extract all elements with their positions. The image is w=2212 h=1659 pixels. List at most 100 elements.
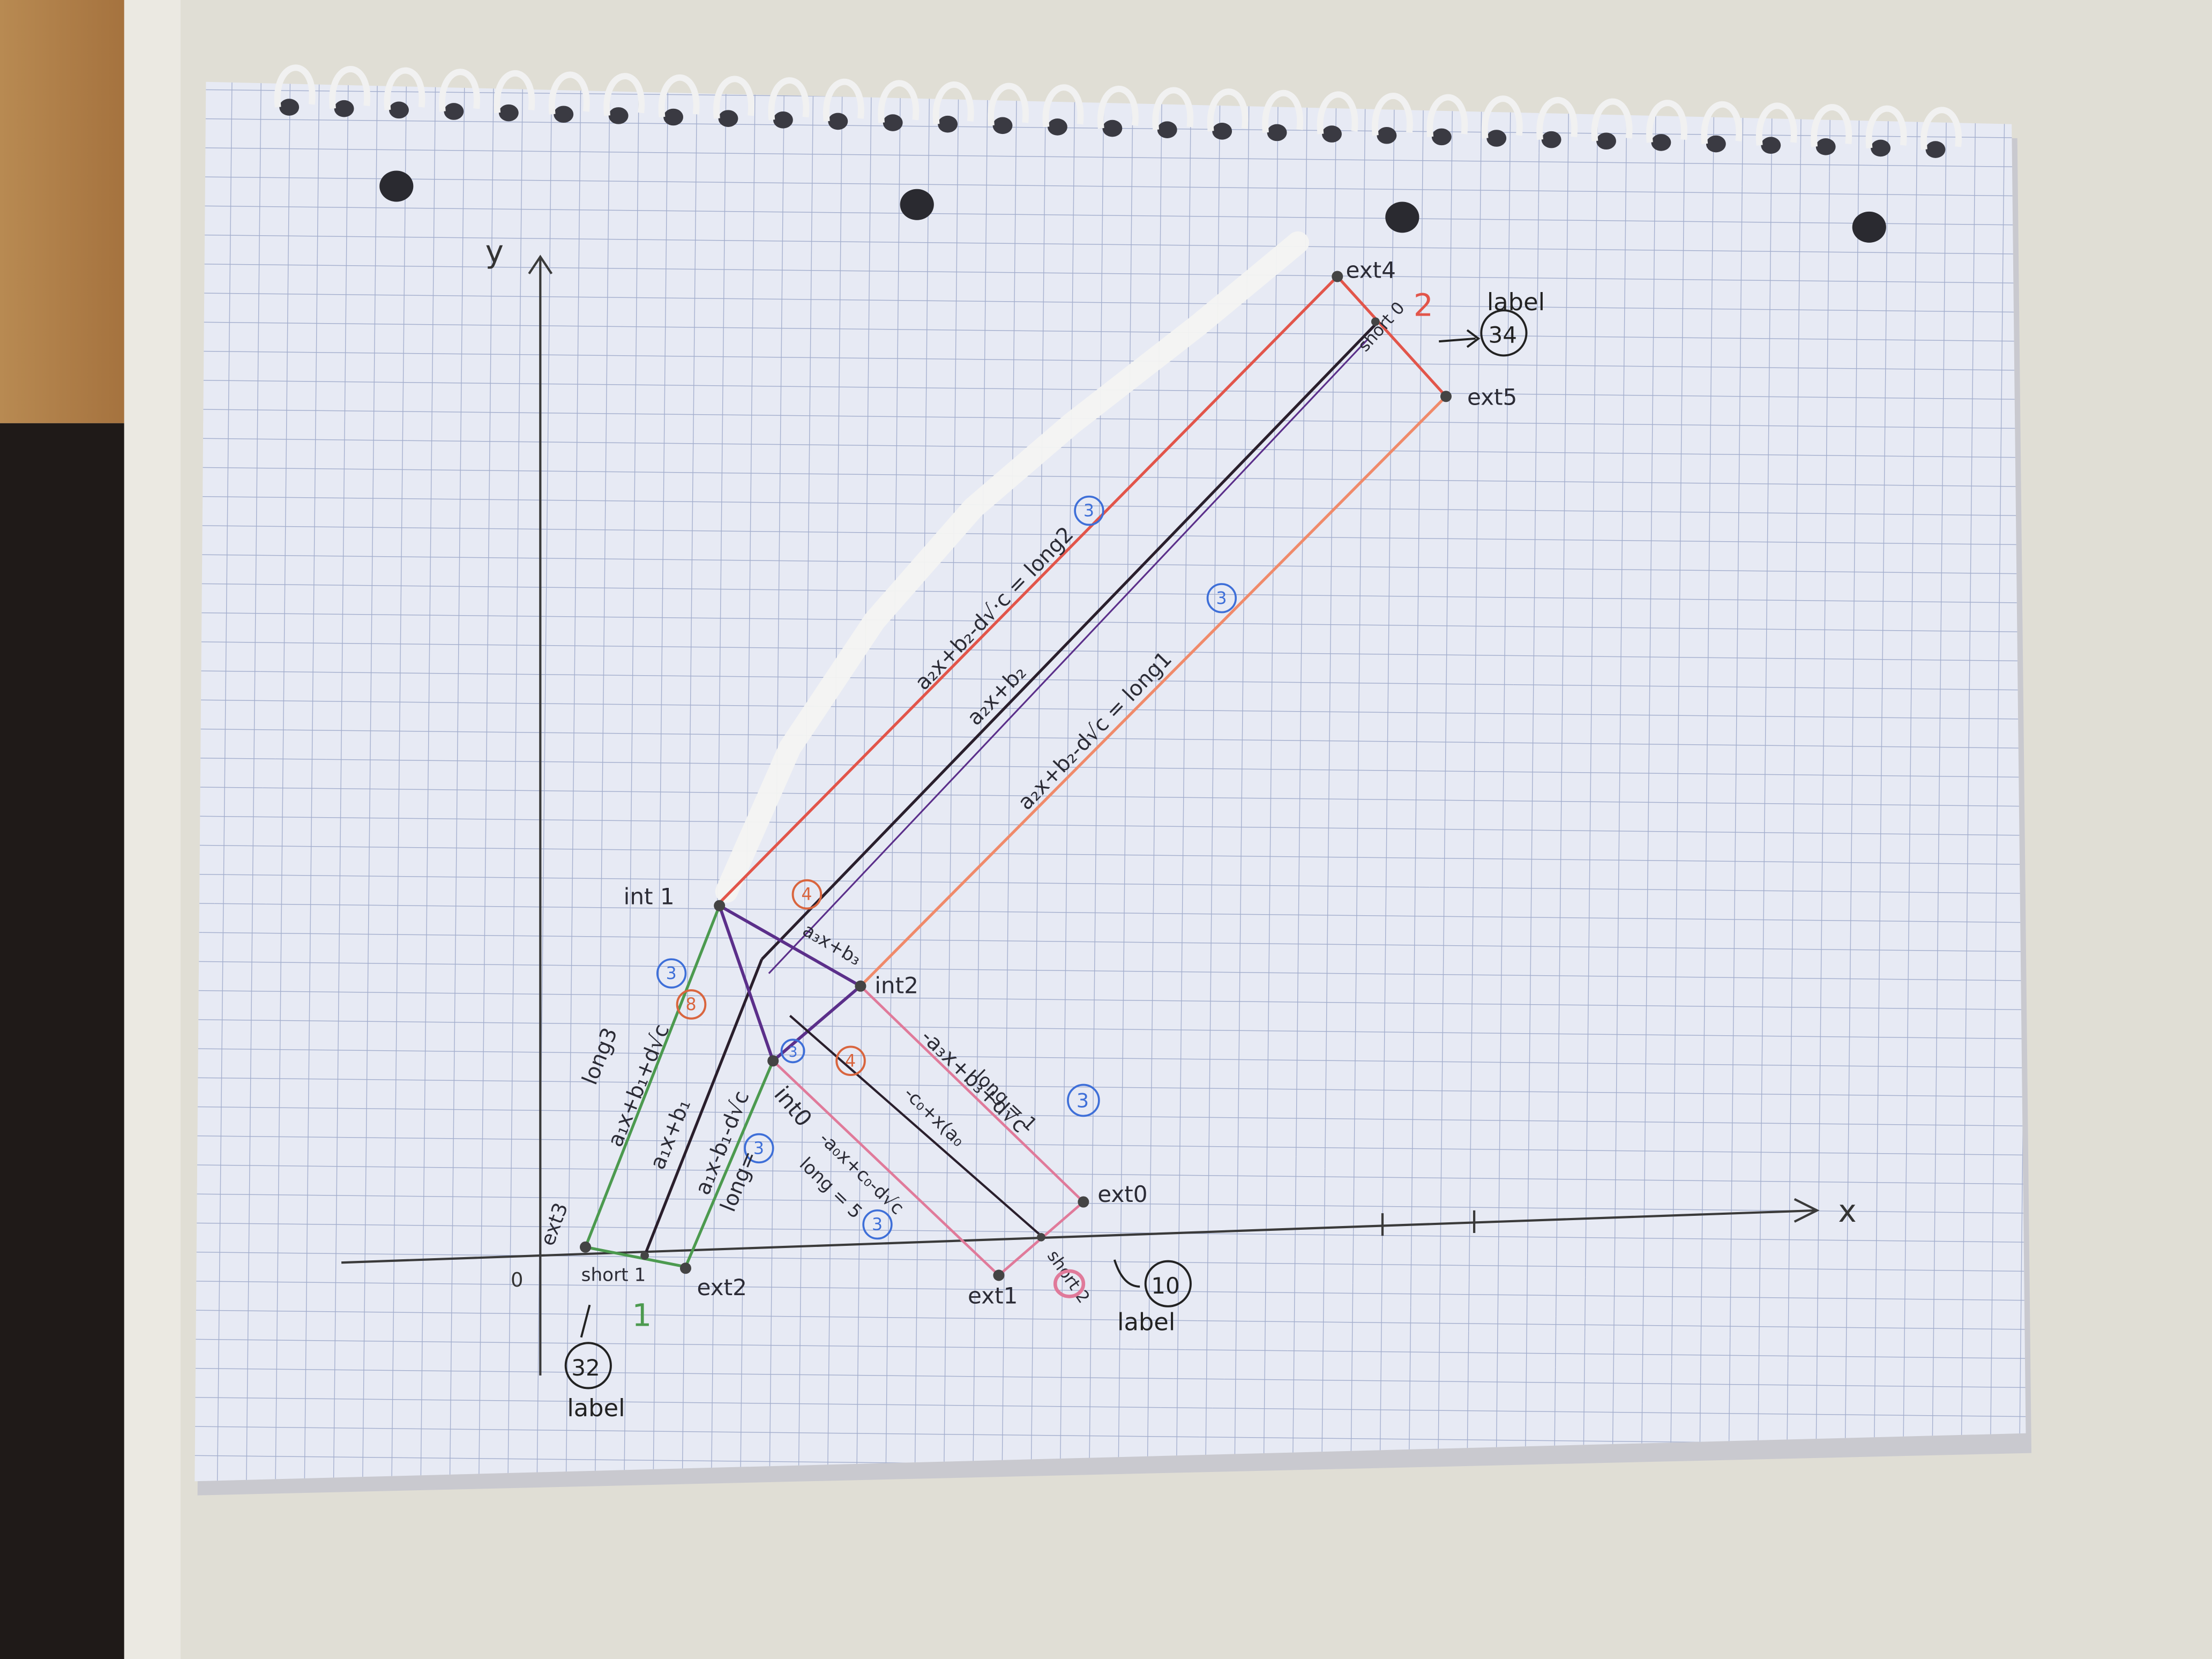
blue-circle xyxy=(780,1038,805,1064)
binding-hole xyxy=(1102,119,1123,137)
point-ext4 xyxy=(1332,271,1343,282)
binding-hole xyxy=(1871,139,1891,157)
point-int0 xyxy=(767,1055,779,1067)
label-number-32: 32 xyxy=(571,1355,600,1381)
left-rectangle xyxy=(584,905,775,1268)
punch-hole xyxy=(1852,211,1886,243)
spiral-loop xyxy=(1262,89,1304,133)
spiral-loop xyxy=(1097,85,1139,129)
blue-circles xyxy=(656,495,1237,1240)
binding-hole xyxy=(389,101,409,119)
y-axis-label: y xyxy=(485,234,504,270)
spiral-loop xyxy=(1207,88,1249,132)
purple-connectors xyxy=(718,904,862,1062)
spiral-loop xyxy=(274,64,316,108)
coordinate-axes xyxy=(341,255,1820,1376)
binding-hole xyxy=(883,114,903,131)
spiral-loop xyxy=(1042,84,1084,128)
spiral-loop xyxy=(768,77,810,121)
x-axis-label: x xyxy=(1838,1193,1856,1229)
green-edge-right xyxy=(684,1060,775,1268)
spiral-loop xyxy=(932,81,974,125)
x-axis xyxy=(341,1209,1817,1264)
binding-hole xyxy=(334,100,354,117)
binding-hole xyxy=(444,103,464,120)
binding-hole xyxy=(498,104,519,122)
spiral-loop xyxy=(658,74,700,118)
blue-circle xyxy=(656,958,687,989)
blue-circle xyxy=(1074,495,1104,526)
circle-label-10 xyxy=(1144,1260,1192,1307)
spiral-loop xyxy=(384,67,425,110)
center-dark-line xyxy=(760,323,1377,961)
point-ext1 xyxy=(993,1269,1005,1281)
orange-number: 4 xyxy=(845,1051,856,1071)
label-int2: int2 xyxy=(875,972,918,998)
spiral-loop xyxy=(1865,105,1907,149)
board-edge xyxy=(124,0,181,1659)
label-number-10: 10 xyxy=(1151,1273,1180,1299)
orange-circles xyxy=(676,879,866,1077)
orange-number: 8 xyxy=(685,995,696,1014)
points xyxy=(580,271,1452,1281)
label-ext5: ext5 xyxy=(1467,384,1517,410)
spiral-loop xyxy=(603,73,645,116)
green-edge-left xyxy=(584,905,721,1248)
purple-top xyxy=(719,904,862,988)
label-number-34: 34 xyxy=(1488,322,1517,348)
punch-hole xyxy=(379,170,414,202)
spiral-loop xyxy=(439,69,480,112)
point-short1 xyxy=(640,1251,649,1260)
spiral-loop xyxy=(1701,101,1743,145)
label-word-bottom-left: label xyxy=(567,1394,625,1422)
long-rectangle xyxy=(718,275,1447,988)
red-edge-top xyxy=(718,275,1339,904)
binding-hole xyxy=(1815,138,1836,155)
orange-circle xyxy=(676,989,707,1020)
binding-hole xyxy=(773,111,793,129)
binding-hole xyxy=(992,117,1013,134)
pink-center-dark xyxy=(789,1014,1042,1237)
spiral-loop xyxy=(1755,102,1797,146)
segment-number-green: 1 xyxy=(632,1297,652,1334)
spiral-loop xyxy=(1426,94,1468,138)
binding-hole xyxy=(938,115,958,133)
pink-top xyxy=(860,985,1085,1203)
label-word-bottom-right: label xyxy=(1117,1308,1175,1336)
notebook xyxy=(195,64,2032,1496)
arrow-short1 xyxy=(580,1304,591,1338)
spiral-loop xyxy=(494,70,535,114)
circle-label-32 xyxy=(564,1342,612,1389)
spiral-loop xyxy=(878,80,920,123)
binding-hole xyxy=(1212,123,1232,140)
binding-hole xyxy=(1761,137,1781,154)
orange-circle xyxy=(835,1045,866,1077)
point-short2 xyxy=(1037,1232,1045,1242)
blue-circle xyxy=(1206,583,1237,614)
center-purple-line xyxy=(768,338,1369,974)
binding-hole xyxy=(1048,118,1067,136)
blue-circle xyxy=(862,1209,893,1240)
binding-hole xyxy=(828,113,848,130)
binding-hole xyxy=(1322,125,1342,143)
orange-circle xyxy=(791,879,823,910)
green-edge-bottom xyxy=(585,1245,686,1268)
binding-hole xyxy=(1377,126,1397,144)
point-int2 xyxy=(855,980,866,992)
spiral-loop xyxy=(1317,91,1358,134)
y-axis-arrow xyxy=(528,255,553,274)
binding-hole xyxy=(554,106,574,123)
orange-number: 4 xyxy=(801,885,812,905)
binding-hole xyxy=(663,108,683,126)
blue-circle xyxy=(1067,1083,1100,1117)
blue-number: 3 xyxy=(1083,502,1094,521)
spiral-loop xyxy=(1591,98,1633,141)
label-int1: int 1 xyxy=(624,884,675,910)
pink-bottom xyxy=(772,1060,1000,1276)
spiral-binding xyxy=(274,64,1962,158)
white-highlight-stroke xyxy=(715,231,1310,903)
x-axis-arrow xyxy=(1793,1198,1820,1223)
binding-hole xyxy=(1706,135,1726,153)
binding-hole xyxy=(1157,121,1177,138)
label-ext2: ext2 xyxy=(697,1274,747,1301)
